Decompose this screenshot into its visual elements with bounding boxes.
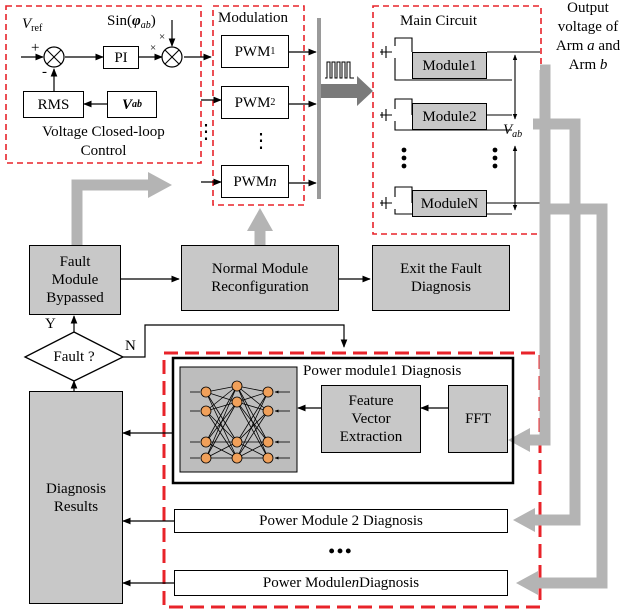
module-n-italic: n [351,575,360,591]
results-line-2: Results [53,498,99,515]
pwm-1-prefix: PWM [234,43,271,60]
no-label: N [125,338,136,354]
feature-extraction-box: Feature Vector Extraction [321,385,421,453]
module-n-post: Diagnosis [359,575,420,591]
module-1-box: Module1 [412,52,487,79]
exit-fault-diagnosis-box: Exit the Fault Diagnosis [372,245,510,311]
module-2-box: Module2 [412,103,487,130]
pwm-n-prefix: PWM [233,173,270,190]
fft-box: FFT [448,385,508,453]
output-arm-a-post: and [594,38,621,54]
exit-line-1: Exit the Fault [400,261,482,277]
vref-sub: ref [31,23,43,34]
arm-output-arrow-3 [536,203,608,589]
pwm-to-circuit-arrow [321,76,373,106]
diagnosis-dots: ••• [328,541,354,561]
bypass-line-1: Fault [59,254,91,270]
output-label-2: voltage of [557,19,619,35]
pwm-2-prefix: PWM [234,94,271,111]
signal-bus-bar [317,18,321,199]
arm-voltage-label: Vab [503,122,523,140]
feature-line-2: Vector [351,411,391,427]
feature-line-1: Feature [348,393,394,409]
bypass-line-3: Bypassed [46,290,104,306]
fault-decision-diamond [23,331,125,382]
voltage-loop-caption-1: Voltage Closed-loop [42,124,165,140]
phi-symbol: φ [132,13,141,29]
reconfig-line-1: Normal Module [211,261,309,277]
neural-network-icon [179,366,298,473]
vab-main: V [121,96,132,113]
fault-question-label: Fault ? [53,349,95,365]
bypass-to-voltage-loop-arrow [71,179,150,246]
modulation-dashed-frame [212,5,305,206]
vref-label: Vref [22,16,43,34]
sin-sub: ab [140,20,151,31]
bypass-line-2: Module [51,272,99,288]
output-label-1: Output [567,0,609,16]
module-n-pre: Power Module [262,575,352,591]
times-sign-left: × [150,42,157,54]
main-circuit-title: Main Circuit [400,13,478,29]
power-module-n-diagnosis-box: Power Module n Diagnosis [174,570,508,596]
diagnosis-results-box: Diagnosis Results [29,391,123,604]
arm-vab-main: V [503,122,513,138]
modulation-title: Modulation [218,10,288,26]
sin-suffix: ) [150,13,156,29]
times-sign-top: × [159,31,166,43]
output-label-4: Arm b [548,57,628,74]
pwm-n-sub: n [269,173,277,190]
exit-line-2: Diagnosis [411,279,471,295]
rms-box: RMS [23,91,84,118]
output-arm-b: b [599,57,608,73]
input-vdots: ⋮ [196,121,216,143]
minus-sign: - [42,64,47,80]
pi-controller-box: PI [103,46,139,69]
pulse-train-icon [325,61,354,79]
output-arm-a-pre: Arm [555,38,588,54]
vref-main: V [22,16,32,32]
power-module-2-diagnosis-box: Power Module 2 Diagnosis [174,509,508,533]
arm-output-arrow-2 [533,118,581,526]
results-line-1: Diagnosis [46,480,106,497]
reconfig-line-2: Reconfiguration [211,279,309,295]
feature-line-3: Extraction [339,429,403,445]
voltage-loop-dashed-frame [5,5,202,164]
pwm-vdots: ⋮ [251,130,271,152]
voltage-loop-caption-2: Control [80,143,127,159]
power-module1-diagnosis-frame [171,356,515,485]
arm-output-arrow-1 [528,64,551,446]
power-module1-title: Power module1 Diagnosis [303,363,462,379]
module-n-box: ModuleN [412,190,487,217]
output-label-3: Arm a and [548,38,628,55]
fault-module-bypassed-box: Fault Module Bypassed [29,245,121,315]
sin-prefix: Sin( [107,13,133,29]
normal-module-reconfiguration-box: Normal Module Reconfiguration [181,245,339,311]
yes-label: Y [45,316,56,332]
output-arm-a: a [587,38,595,54]
output-arm-b-pre: Arm [568,57,600,73]
sin-phi-label: Sin(φab) [107,13,156,31]
arm-vab-sub: ab [512,129,523,140]
plus-sign: + [31,40,40,56]
